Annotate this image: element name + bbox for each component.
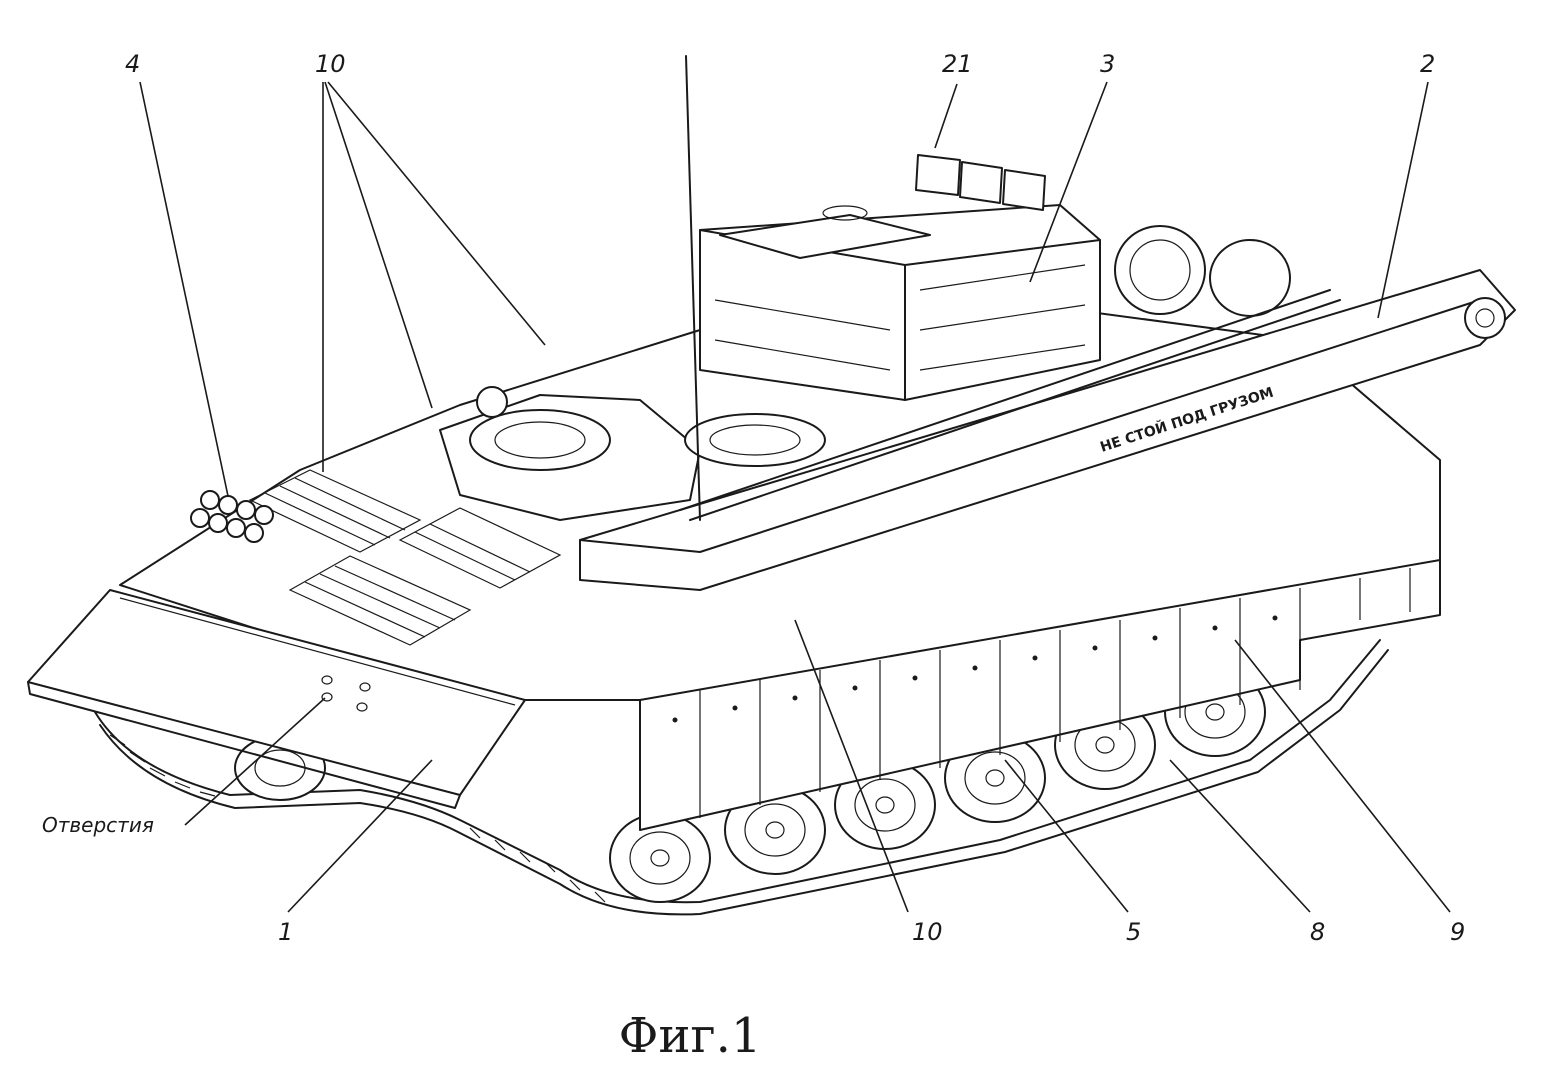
side-skirt-armor: [639, 559, 1441, 831]
callout-1: 1: [278, 918, 293, 946]
leader-lines: [139, 81, 1451, 913]
callout-3: 3: [1100, 50, 1115, 78]
antenna: [685, 55, 701, 521]
roof-blocks: [915, 154, 1046, 211]
callout-5: 5: [1126, 918, 1141, 946]
turret: [439, 386, 826, 521]
engine-deck-grille: [248, 469, 562, 646]
callout-9: 9: [1450, 918, 1465, 946]
road-wheel: [609, 813, 711, 903]
dozer-blade: [27, 589, 526, 809]
callout-2: 2: [1420, 50, 1435, 78]
callout-4: 4: [125, 50, 140, 78]
callout-10-bottom: 10: [912, 918, 943, 946]
smoke-launchers: [190, 490, 274, 543]
figure-caption: Фиг.1: [618, 1008, 762, 1064]
cable-drums: [1114, 225, 1291, 317]
callout-10-top: 10: [315, 50, 346, 78]
callout-8: 8: [1310, 918, 1325, 946]
holes-label: Отверстия: [42, 813, 154, 837]
stowage-box: [699, 204, 1101, 401]
callout-21: 21: [942, 50, 973, 78]
